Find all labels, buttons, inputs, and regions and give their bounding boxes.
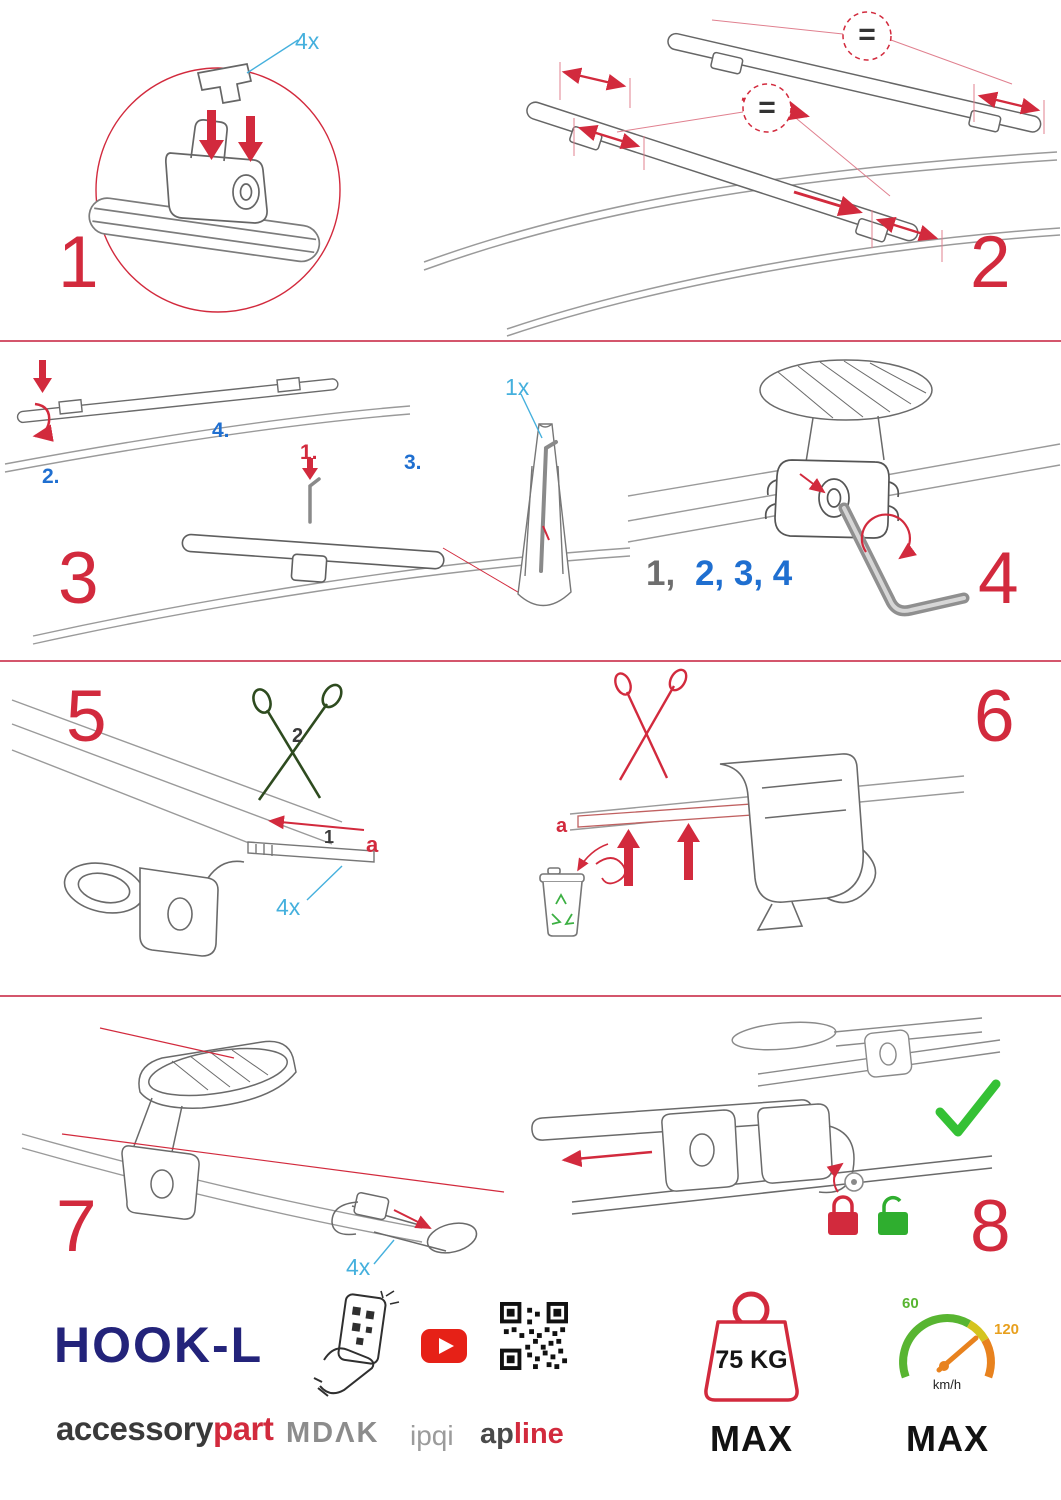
- brand-main: accessory: [56, 1410, 213, 1447]
- rubber-strip: [577, 803, 753, 828]
- weight-max-label: MAX: [710, 1418, 793, 1459]
- step4-sequence: 1, 2, 3, 4: [646, 556, 792, 591]
- section-divider-3: [0, 995, 1061, 997]
- youtube-play-icon: [421, 1329, 467, 1363]
- brand-wordmark: accessorypart: [56, 1410, 274, 1448]
- allen-key-icon: [308, 477, 321, 524]
- step4-number: 4: [978, 538, 1019, 619]
- padlock-open-icon: [878, 1195, 908, 1235]
- front-crossbar: [181, 533, 445, 583]
- step1-number: 1: [58, 222, 99, 303]
- speed-low-label: 60: [902, 1295, 919, 1312]
- insert-direction-arrow: [268, 815, 365, 831]
- endcap-assembly: [331, 1191, 478, 1254]
- step6-end-label: a: [556, 815, 568, 837]
- press-down-arrow: [33, 360, 52, 393]
- weight-icon: [704, 1291, 799, 1402]
- logo-mdak: MDΛK: [286, 1417, 380, 1449]
- section-divider-2: [0, 660, 1061, 662]
- logo-line-part: line: [513, 1418, 564, 1450]
- step3-substep-4: 4.: [212, 419, 230, 442]
- insert-down-arrows: [199, 110, 263, 162]
- dimension-ticks: [559, 19, 1045, 262]
- roof-rails: [423, 151, 1061, 337]
- step3-substep-3: 3.: [404, 451, 422, 474]
- clamp-body: [764, 459, 900, 539]
- step2-crossbar-spacing-drawing: [423, 11, 1061, 337]
- rubber-strip: [247, 841, 375, 863]
- step8-number: 8: [970, 1186, 1011, 1267]
- step1-quantity-label: 4x: [295, 28, 320, 54]
- brand-accent: part: [212, 1410, 274, 1447]
- step3-substep-1: 1.: [300, 441, 318, 464]
- step5-insert-order-label: 1: [324, 827, 335, 847]
- step5-number: 5: [66, 676, 107, 757]
- step3-quantity-label: 1x: [505, 374, 530, 400]
- speed-high-label: 120: [994, 1321, 1020, 1338]
- logo-ipqi: ipqi: [410, 1420, 454, 1451]
- step5-end-label: a: [366, 832, 379, 857]
- logo-ap-part: ap: [480, 1418, 514, 1450]
- sequence-first: 1,: [646, 554, 676, 593]
- step7-endcap-drawing: [21, 1027, 505, 1265]
- padlock-closed-icon: [828, 1195, 858, 1235]
- equal-badge-mid: [742, 83, 792, 133]
- step7-quantity-label: 4x: [346, 1254, 371, 1280]
- qr-code-icon: [500, 1302, 568, 1370]
- step8-lock-drawing: [531, 1017, 1001, 1235]
- push-up-arrows: [617, 823, 700, 886]
- allen-key-icon: [838, 502, 970, 617]
- step7-number: 7: [56, 1186, 97, 1267]
- cap-insert-arrow: [393, 1209, 432, 1229]
- recycle-icon: [551, 893, 575, 926]
- slide-left-arrow: [561, 1149, 653, 1168]
- step6-trim-discard-drawing: [539, 668, 965, 937]
- step5-cut-order-label: 2: [292, 725, 304, 747]
- rotate-hint-arrow: [32, 402, 54, 442]
- key-turn-icon: [826, 1162, 864, 1193]
- phone-scan-icon: [313, 1290, 400, 1397]
- roof-rails: [21, 1133, 423, 1243]
- discard-arrow: [577, 843, 609, 872]
- support-clamp: [121, 1097, 200, 1220]
- equal-badge-top: [842, 11, 892, 61]
- step3-number: 3: [58, 538, 99, 619]
- checkmark-icon: [935, 1079, 1001, 1137]
- step4-tighten-drawing: [627, 359, 1061, 617]
- product-name: HOOK-L: [54, 1317, 264, 1373]
- roof-edge-lines: [11, 699, 343, 853]
- speed-max-label: MAX: [906, 1418, 989, 1459]
- scissors-icon: [614, 668, 688, 781]
- sequence-rest: 2, 3, 4: [694, 554, 793, 593]
- equal-spacing-arrows: [561, 67, 1041, 242]
- rear-crossbar: [667, 32, 1042, 133]
- equal-sign-mid: =: [758, 91, 776, 124]
- crossbar-open-end: [138, 1040, 297, 1109]
- step2-number: 2: [970, 222, 1011, 303]
- logo-apline: apline: [480, 1418, 564, 1451]
- step6-number: 6: [974, 676, 1015, 757]
- step1-clamp-detail-drawing: [88, 39, 341, 313]
- weight-limit-value: 75 KG: [715, 1346, 788, 1374]
- step5-cut-strip-drawing: [11, 683, 375, 957]
- clamp-assembly: [63, 860, 245, 957]
- cut-offcut-curl: [595, 857, 627, 885]
- speedometer-icon: [899, 1314, 995, 1379]
- rotate-arrow: [860, 513, 917, 560]
- hook-bracket: [719, 753, 877, 931]
- crossbar-with-clamps: [531, 1099, 993, 1215]
- step3-assembly-order-drawing: [4, 360, 631, 645]
- section-divider-1: [0, 340, 1061, 342]
- mounted-check-drawing: [731, 1017, 1001, 1087]
- trash-bin-icon: [539, 867, 585, 937]
- step5-quantity-label: 4x: [276, 894, 301, 920]
- speed-unit-label: km/h: [932, 1377, 962, 1392]
- crossbar-underside: [759, 359, 933, 463]
- fixing-bracket-part: [196, 63, 253, 104]
- rear-crossbar: [16, 376, 339, 424]
- scissors-icon: [252, 683, 343, 801]
- equal-sign-top: =: [858, 18, 876, 51]
- allen-key-icon: [539, 440, 558, 573]
- step3-substep-2: 2.: [42, 465, 60, 488]
